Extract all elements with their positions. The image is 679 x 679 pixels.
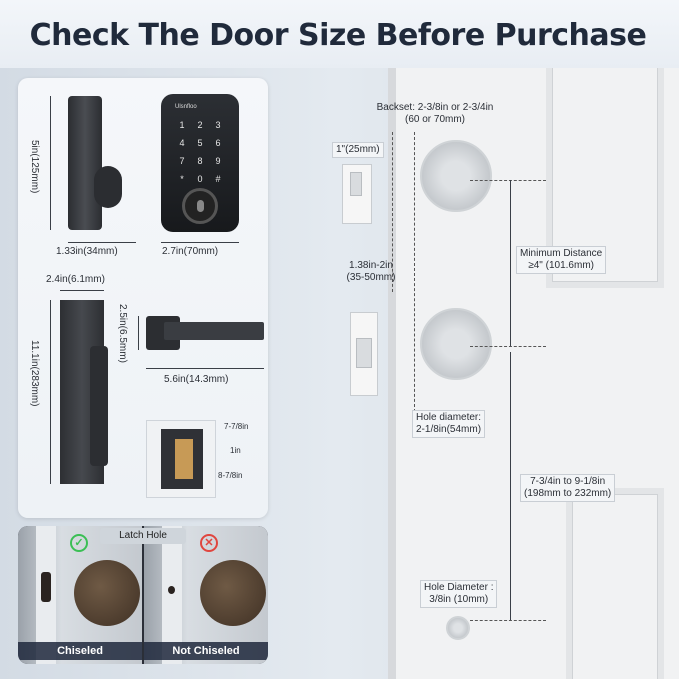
keypad-key: 7	[179, 156, 185, 166]
keypad-key: 8	[197, 156, 203, 166]
not-chiseled-label: Not Chiseled	[144, 642, 268, 660]
chiseled-example: ✓ Chiseled	[18, 526, 142, 664]
not-chiseled-example: ✕ Not Chiseled	[144, 526, 268, 664]
door-thickness-label: 1.38in-2in (35-50mm)	[346, 260, 396, 283]
door-panel-upper	[546, 68, 664, 288]
keypad-front-view: Ulsnfloo 1 2 3 4 5 6 7 8 9 * 0 #	[161, 94, 239, 232]
product-scene: Backset: 2-3/8in or 2-3/4in (60 or 70mm)…	[0, 68, 679, 679]
min-distance-label: Minimum Distance ≥4" (101.6mm)	[516, 246, 607, 274]
handleset-grip	[90, 346, 108, 466]
small-hole-label: Hole Diameter : 3/8in (10mm)	[420, 580, 498, 608]
spec-panel: Ulsnfloo 1 2 3 4 5 6 7 8 9 * 0 #	[18, 78, 268, 518]
latch-hole-chip: Latch Hole	[100, 528, 186, 544]
lever-length-label: 5.6in(14.3mm)	[164, 374, 229, 385]
handleset-height-label: 11.1in(283mm)	[29, 340, 40, 407]
keypad-height-label: 5in(125mm)	[29, 140, 40, 194]
keypad-key: #	[215, 174, 221, 184]
backset-label: Backset: 2-3/8in or 2-3/4in (60 or 70mm)	[376, 102, 494, 125]
cross-icon: ✕	[200, 534, 218, 552]
plate-width-label: 2.4in(6.1mm)	[46, 274, 105, 285]
keypad-key: *	[180, 174, 184, 184]
lever-height-label: 2.5in(6.5mm)	[117, 304, 128, 363]
latch-small-label: 8-7/8in	[218, 471, 243, 480]
keypad-width-label: 2.7in(70mm)	[162, 246, 219, 257]
deadbolt-side-view	[68, 96, 122, 230]
chiseled-label: Chiseled	[18, 642, 142, 660]
check-icon: ✓	[70, 534, 88, 552]
keypad-key: 1	[179, 120, 185, 130]
handle-bore-hole	[420, 308, 492, 380]
latch-gap-label: 1in	[230, 446, 241, 455]
latch-face-label: 1"(25mm)	[332, 142, 384, 158]
lever-handle	[146, 316, 264, 350]
page-title: Check The Door Size Before Purchase	[29, 18, 647, 53]
strike-slot-lower	[356, 338, 372, 368]
keypad-key: 0	[197, 174, 203, 184]
keypad-key: 9	[215, 156, 221, 166]
keypad-key: 3	[215, 120, 221, 130]
header-banner: Check The Door Size Before Purchase	[0, 0, 679, 68]
small-bore-hole	[446, 616, 470, 640]
door-panel-lower	[566, 488, 664, 679]
keypad-key: 5	[197, 138, 203, 148]
handle-span-label: 7-3/4in to 9-1/8in (198mm to 232mm)	[520, 474, 616, 502]
deadbolt-depth-label: 1.33in(34mm)	[56, 246, 118, 257]
key-cylinder	[182, 188, 218, 224]
keypad-key: 4	[179, 138, 185, 148]
latch-photo	[146, 420, 216, 498]
keypad-key: 2	[197, 120, 203, 130]
latch-compare-panel: ✓ Chiseled ✕ Not Chiseled Latch Hole	[18, 526, 268, 664]
keypad-keys: 1 2 3 4 5 6 7 8 9 * 0 #	[173, 120, 227, 184]
keypad-brand: Ulsnfloo	[175, 104, 197, 110]
latch-large-label: 7-7/8in	[224, 422, 249, 431]
deadbolt-bore-hole	[420, 140, 492, 212]
hole-diameter-label: Hole diameter: 2-1/8in(54mm)	[412, 410, 486, 438]
door-edge	[388, 68, 398, 679]
keypad-key: 6	[215, 138, 221, 148]
strike-slot-upper	[350, 172, 362, 196]
